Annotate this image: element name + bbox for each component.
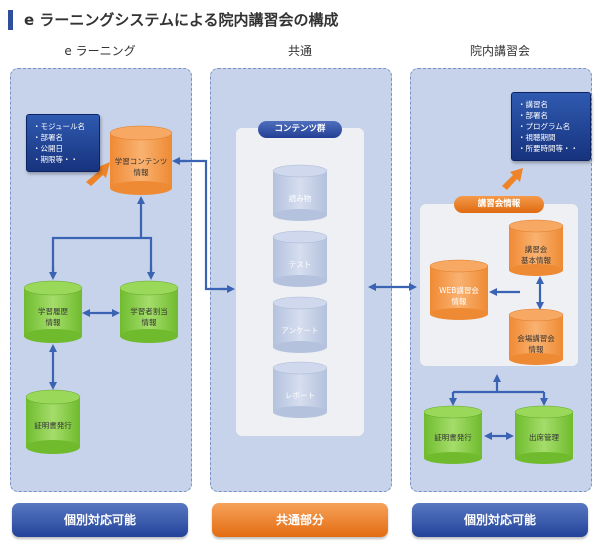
right-note-item: ・視聴期間 <box>518 133 556 142</box>
attendance-cylinder <box>514 405 574 464</box>
column-heading-common: 共通 <box>287 44 312 58</box>
left-note-item: ・期限等・・ <box>33 155 78 164</box>
content-info-label: 学習コンテンツ 情報 <box>114 157 168 177</box>
right-note-item: ・講習名 <box>518 100 548 109</box>
reading-label: 読み物 <box>288 194 312 203</box>
contents-group-label: コンテンツ群 <box>258 121 342 138</box>
history-cylinder <box>23 280 83 343</box>
left-note-arrow <box>86 162 110 186</box>
left-note-item: ・モジュール名 <box>33 122 85 131</box>
web-info-label: WEB講習会 情報 <box>439 286 479 306</box>
certificate-cylinder-left <box>25 389 81 454</box>
test-label: テスト <box>288 260 312 269</box>
certificate-label-left: 証明書発行 <box>34 421 72 430</box>
right-arrows <box>449 276 548 440</box>
basic-info-label: 講習会 基本情報 <box>521 245 551 265</box>
questionnaire-cylinder <box>272 296 328 353</box>
history-label: 学習履歴 情報 <box>38 307 68 327</box>
common-part-button[interactable]: 共通部分 <box>212 503 388 537</box>
seminar-info-label: 講習会情報 <box>454 196 544 213</box>
content-info-cylinder <box>109 125 173 195</box>
individual-support-button-left[interactable]: 個別対応可能 <box>12 503 188 537</box>
venue-info-label: 会場講習会 情報 <box>517 334 555 354</box>
questionnaire-label: アンケート <box>281 326 319 335</box>
assignee-label: 学習者割当 情報 <box>130 307 168 327</box>
venue-info-cylinder <box>508 308 564 365</box>
test-cylinder <box>272 230 328 287</box>
certificate-cylinder-right <box>423 405 483 464</box>
individual-support-button-right[interactable]: 個別対応可能 <box>412 503 588 537</box>
basic-info-cylinder <box>508 219 564 276</box>
reading-cylinder <box>272 164 328 221</box>
page-title: e ラーニングシステムによる院内講習会の構成 <box>24 11 339 29</box>
report-cylinder <box>272 361 328 418</box>
left-arrows <box>49 196 155 390</box>
column-heading-seminar: 院内講習会 <box>469 44 530 58</box>
common-link-arrows <box>172 157 417 293</box>
right-note-item: ・所要時間等・・ <box>518 144 578 153</box>
left-note-item: ・公開日 <box>33 144 63 153</box>
title-accent-bar <box>8 10 13 30</box>
right-note-item: ・プログラム名 <box>518 122 571 131</box>
assignee-cylinder <box>119 280 179 343</box>
attendance-label: 出席管理 <box>529 433 559 442</box>
column-heading-elearning: e ラーニング <box>64 44 136 58</box>
report-label: レポート <box>285 391 315 400</box>
right-note-box: ・講習名 ・部署名 ・プログラム名 ・視聴期間 ・所要時間等・・ <box>511 92 591 161</box>
web-info-cylinder <box>429 259 489 320</box>
right-note-arrow <box>502 168 523 190</box>
certificate-label-right: 証明書発行 <box>434 433 472 442</box>
left-note-box: ・モジュール名 ・部署名 ・公開日 ・期限等・・ <box>26 114 100 172</box>
right-note-item: ・部署名 <box>518 111 548 120</box>
left-note-item: ・部署名 <box>33 133 63 142</box>
